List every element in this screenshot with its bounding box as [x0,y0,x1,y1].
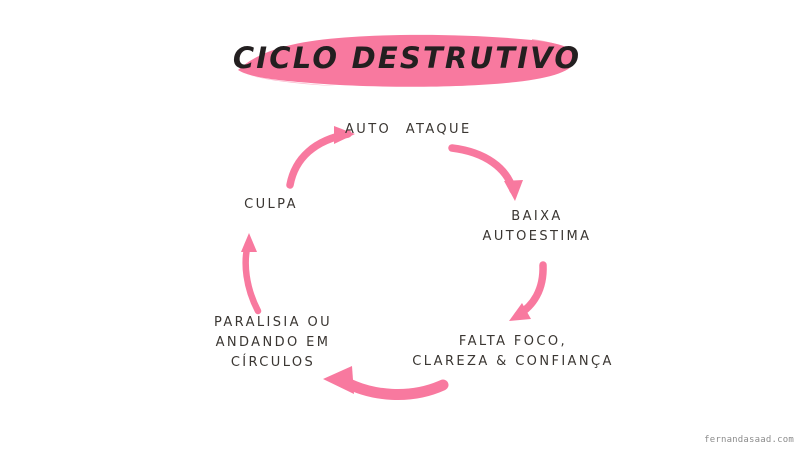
cycle-node-paralisia[interactable]: PARALISIA OU ANDANDO EM CÍRCULOS [196,313,350,373]
cycle-node-paralisia-line-2: ANDANDO EM [215,335,331,351]
page-title-banner: CICLO DESTRUTIVO [232,26,582,92]
cycle-node-auto-ataque[interactable]: AUTO ATAQUE [341,120,485,141]
cycle-node-paralisia-line-3: CÍRCULOS [230,355,316,371]
cycle-node-auto-ataque-line-2: ATAQUE [393,120,485,141]
cycle-node-baixa-autoestima-line-2: AUTOESTIMA [482,229,592,245]
arrow-paralisia-to-culpa [241,233,262,315]
cycle-node-baixa-autoestima-line-1: BAIXA [511,209,563,224]
watermark: fernandasaad.com [704,435,794,445]
cycle-node-paralisia-line-1: PARALISIA OU [213,315,333,330]
cycle-node-falta-foco-line-1: FALTA FOCO, [458,334,568,349]
cycle-node-auto-ataque-line-1: AUTO [341,120,398,140]
arrow-auto-ataque-to-baixa [448,144,523,201]
arrow-baixa-to-falta-foco [509,261,547,321]
page-title: CICLO DESTRUTIVO [232,41,582,75]
cycle-node-culpa[interactable]: CULPA [216,195,326,215]
cycle-node-falta-foco-line-2: CLAREZA & CONFIANÇA [412,354,614,370]
cycle-node-baixa-autoestima[interactable]: BAIXA AUTOESTIMA [462,207,612,247]
cycle-node-culpa-line-1: CULPA [244,197,298,212]
cycle-node-falta-foco[interactable]: FALTA FOCO, CLAREZA & CONFIANÇA [388,332,638,372]
arrow-falta-foco-to-paralisia [323,366,449,401]
brush-stroke-icon [238,34,577,87]
